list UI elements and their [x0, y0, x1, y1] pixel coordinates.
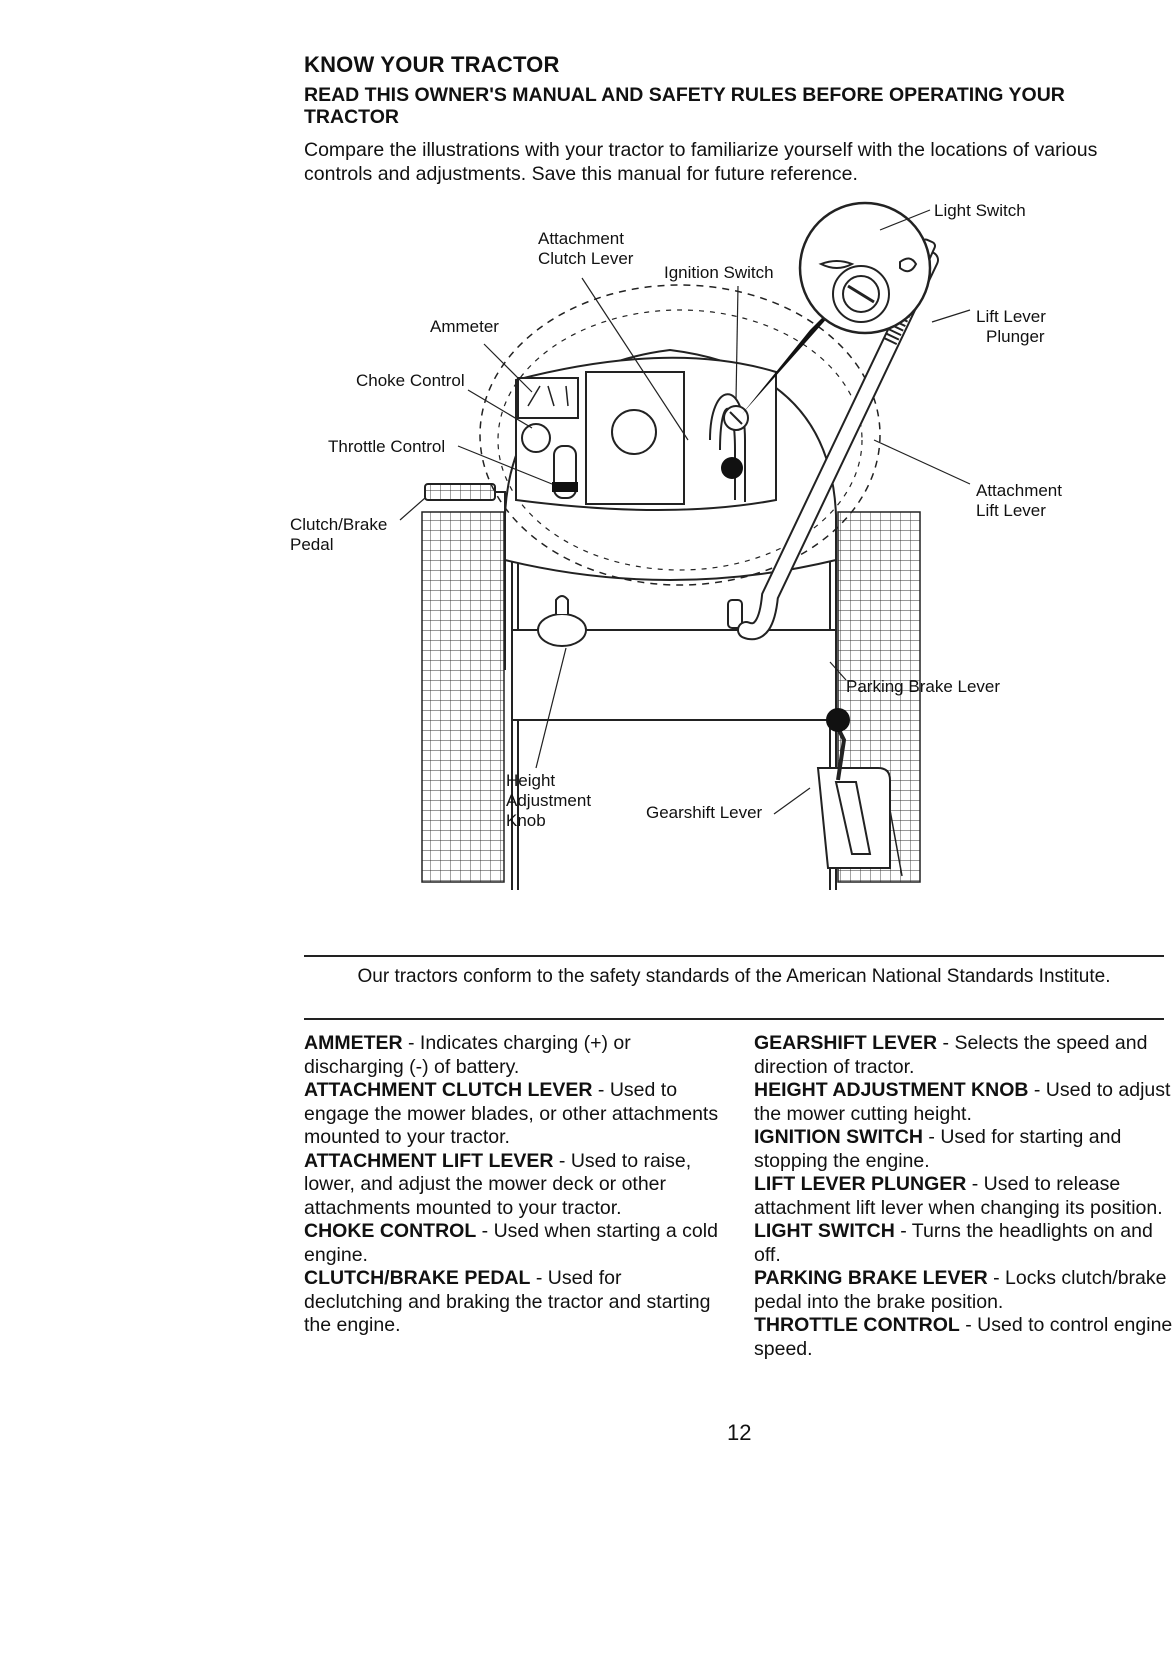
- definition-throttle-control: THROTTLE CONTROL - Used to control engin…: [754, 1314, 1173, 1360]
- key-switch-callout: [742, 201, 932, 414]
- label-attachment-clutch-lever-1: Attachment: [538, 229, 624, 248]
- definitions-right-column: GEARSHIFT LEVER - Selects the speed and …: [754, 1032, 1174, 1361]
- label-lift-lever-plunger-1: Lift Lever: [976, 307, 1046, 326]
- instrument-panel: [515, 356, 777, 511]
- throttle-lever: [552, 445, 578, 499]
- label-ignition-switch: Ignition Switch: [664, 263, 774, 282]
- label-height-adjustment-knob-1: Height: [506, 771, 555, 790]
- choke-knob: [521, 423, 551, 453]
- label-parking-brake-lever: Parking Brake Lever: [846, 677, 1000, 696]
- definition-parking-brake-lever: PARKING BRAKE LEVER - Locks clutch/brake…: [754, 1267, 1167, 1313]
- intro-text: Compare the illustrations with your trac…: [304, 139, 1098, 185]
- label-attachment-lift-lever-1: Attachment: [976, 481, 1062, 500]
- label-attachment-lift-lever-2: Lift Lever: [976, 501, 1046, 520]
- dash-zoom-circle: [479, 284, 881, 586]
- leader-lines: [399, 209, 971, 815]
- parking-brake-lever: [727, 599, 743, 629]
- ansi-conformity-note: Our tractors conform to the safety stand…: [357, 966, 1111, 987]
- definition-gearshift-lever: GEARSHIFT LEVER - Selects the speed and …: [754, 1032, 1148, 1078]
- definition-lift-lever-plunger: LIFT LEVER PLUNGER - Used to release att…: [754, 1173, 1163, 1219]
- label-light-switch: Light Switch: [934, 201, 1026, 220]
- definition-ammeter: AMMETER - Indicates charging (+) or disc…: [304, 1032, 631, 1078]
- clutch-lever-knob: [721, 457, 743, 479]
- label-height-adjustment-knob-3: Knob: [506, 811, 546, 830]
- definition-attachment-lift-lever: ATTACHMENT LIFT LEVER - Used to raise, l…: [304, 1149, 692, 1219]
- divider-top: [304, 955, 1164, 957]
- definition-clutch-brake-pedal: CLUTCH/BRAKE PEDAL - Used for declutchin…: [304, 1267, 711, 1336]
- label-clutch-brake-pedal-2: Pedal: [290, 535, 333, 554]
- page-subtitle: READ THIS OWNER'S MANUAL AND SAFETY RULE…: [304, 84, 1065, 128]
- ignition-key: [723, 405, 749, 431]
- label-gearshift-lever: Gearshift Lever: [646, 803, 763, 822]
- tire-left: [421, 511, 505, 883]
- page-title: KNOW YOUR TRACTOR: [304, 52, 560, 77]
- definition-ignition-switch: IGNITION SWITCH - Used for starting and …: [754, 1126, 1122, 1172]
- page-number: 12: [727, 1420, 752, 1445]
- definition-light-switch: LIGHT SWITCH - Turns the headlights on a…: [754, 1220, 1153, 1266]
- definition-height-adjustment-knob: HEIGHT ADJUSTMENT KNOB - Used to adjust …: [754, 1079, 1171, 1125]
- definitions-left-column: AMMETER - Indicates charging (+) or disc…: [304, 1032, 724, 1338]
- divider-bottom: [304, 1018, 1164, 1020]
- label-throttle-control: Throttle Control: [328, 437, 445, 456]
- tractor-controls-diagram: Attachment Clutch Lever Ignition Switch …: [290, 201, 1062, 890]
- label-ammeter: Ammeter: [430, 317, 499, 336]
- label-attachment-clutch-lever-2: Clutch Lever: [538, 249, 634, 268]
- height-adjustment-knob: [537, 595, 587, 647]
- label-lift-lever-plunger-2: Plunger: [986, 327, 1045, 346]
- definition-attachment-clutch-lever: ATTACHMENT CLUTCH LEVER - Used to engage…: [304, 1079, 719, 1148]
- definition-choke-control: CHOKE CONTROL - Used when starting a col…: [304, 1220, 718, 1266]
- gearshift-lever: [816, 708, 903, 877]
- ammeter-gauge: [517, 377, 579, 419]
- clutch-brake-pedal: [424, 483, 506, 670]
- label-height-adjustment-knob-2: Adjustment: [506, 791, 591, 810]
- label-choke-control: Choke Control: [356, 371, 465, 390]
- label-clutch-brake-pedal-1: Clutch/Brake: [290, 515, 387, 534]
